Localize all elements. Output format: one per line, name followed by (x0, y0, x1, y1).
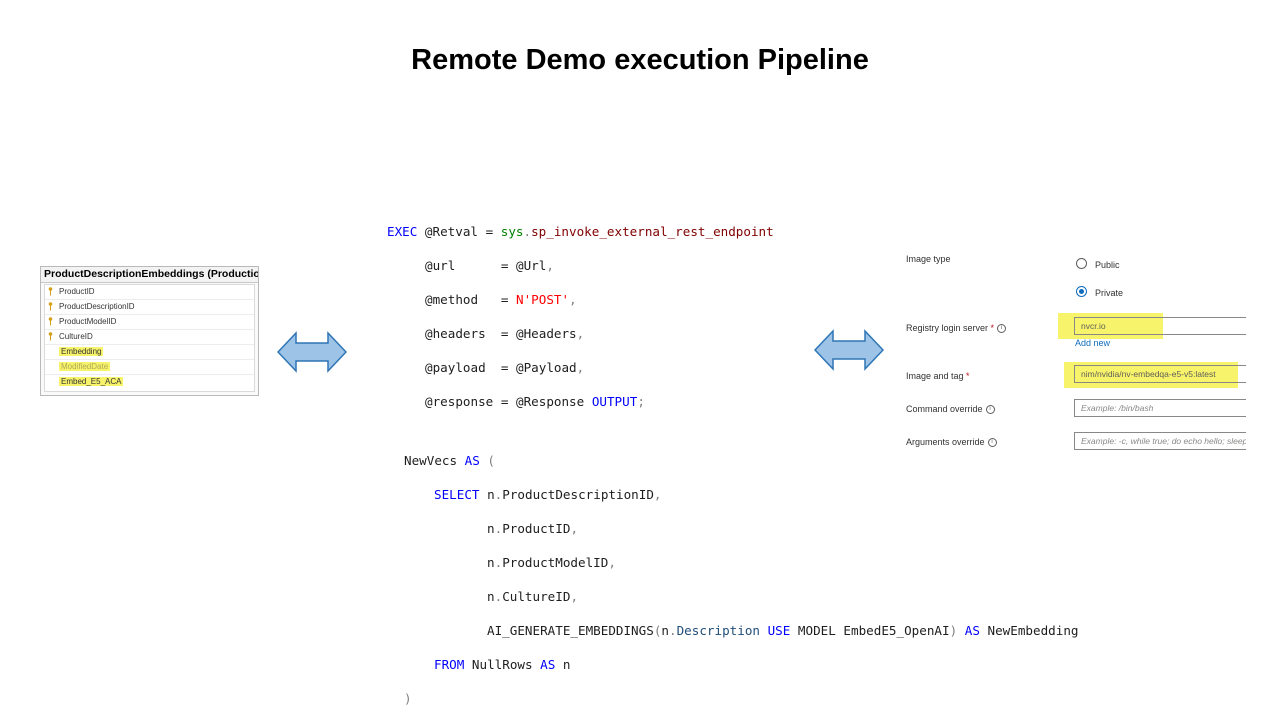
column-name: ProductModelID (59, 317, 117, 326)
code-line: n.ProductID, (487, 521, 579, 536)
add-new-link[interactable]: Add new (1075, 338, 1111, 348)
column-row[interactable]: ProductDescriptionID (45, 300, 254, 315)
column-name: ProductDescriptionID (59, 302, 135, 311)
column-name-highlighted: Embedding (59, 347, 104, 356)
container-settings-form: Image type Public Private Registry login… (898, 246, 1248, 466)
code-line: n.ProductModelID, (487, 555, 616, 570)
command-override-input[interactable]: Example: /bin/bash (1074, 399, 1246, 417)
table-title: ProductDescriptionEmbeddings (Production… (41, 267, 258, 283)
code-line: @payload = @Payload, (425, 360, 585, 375)
primary-key-icon (48, 332, 53, 341)
column-name: CultureID (59, 332, 93, 341)
private-radio[interactable] (1076, 286, 1087, 297)
table-designer[interactable]: ProductDescriptionEmbeddings (Production… (40, 266, 259, 396)
registry-login-server-label: Registry login server *i (906, 323, 1007, 334)
registry-login-server-input[interactable]: nvcr.io (1074, 317, 1246, 335)
exec-code-block: EXEC @Retval = sys.sp_invoke_external_re… (387, 206, 774, 427)
double-arrow-icon (814, 329, 884, 371)
image-and-tag-label: Image and tag * (906, 371, 970, 381)
column-row[interactable]: ModifiedDate (45, 360, 254, 375)
code-line: EXEC @Retval = sys.sp_invoke_external_re… (387, 224, 774, 239)
code-line: NewVecs AS ( (404, 453, 496, 468)
info-icon: i (987, 438, 997, 448)
code-line: @headers = @Headers, (425, 326, 585, 341)
column-row[interactable]: ProductID (45, 285, 254, 300)
code-line: @url = @Url, (425, 258, 554, 273)
public-radio-label[interactable]: Public (1095, 260, 1120, 270)
column-row[interactable]: Embed_E5_ACA (45, 375, 254, 389)
cte-code-block: NewVecs AS ( SELECT n.ProductDescription… (404, 435, 1079, 724)
info-icon: i (985, 405, 995, 415)
column-row[interactable]: Embedding (45, 345, 254, 360)
column-list: ProductID ProductDescriptionID ProductMo… (44, 284, 255, 392)
info-icon: i (997, 324, 1007, 334)
column-row[interactable]: CultureID (45, 330, 254, 345)
column-name-highlighted: ModifiedDate (59, 362, 111, 371)
double-arrow-icon (277, 331, 347, 373)
code-line: @response = @Response OUTPUT; (425, 394, 645, 409)
code-line: @method = N'POST', (425, 292, 577, 307)
primary-key-icon (48, 317, 53, 326)
private-radio-label[interactable]: Private (1095, 288, 1124, 298)
highlight-marker (1064, 362, 1238, 388)
code-line: n.CultureID, (487, 589, 579, 604)
image-and-tag-input[interactable]: nim/nvidia/nv-embedqa-e5-v5:latest (1074, 365, 1246, 383)
primary-key-icon (48, 302, 53, 311)
column-row[interactable]: ProductModelID (45, 315, 254, 330)
column-name-highlighted: Embed_E5_ACA (59, 377, 124, 386)
slide-title: Remote Demo execution Pipeline (411, 44, 869, 76)
primary-key-icon (48, 287, 53, 296)
image-type-label: Image type (906, 254, 951, 264)
column-name: ProductID (59, 287, 95, 296)
code-line: ) (404, 691, 412, 706)
code-line: AI_GENERATE_EMBEDDINGS(n.Description USE… (487, 623, 1079, 638)
code-line: FROM NullRows AS n (434, 657, 571, 672)
arguments-override-input[interactable]: Example: -c, while true; do echo hello; … (1074, 432, 1246, 450)
public-radio[interactable] (1076, 258, 1087, 269)
code-line: SELECT n.ProductDescriptionID, (434, 487, 662, 502)
